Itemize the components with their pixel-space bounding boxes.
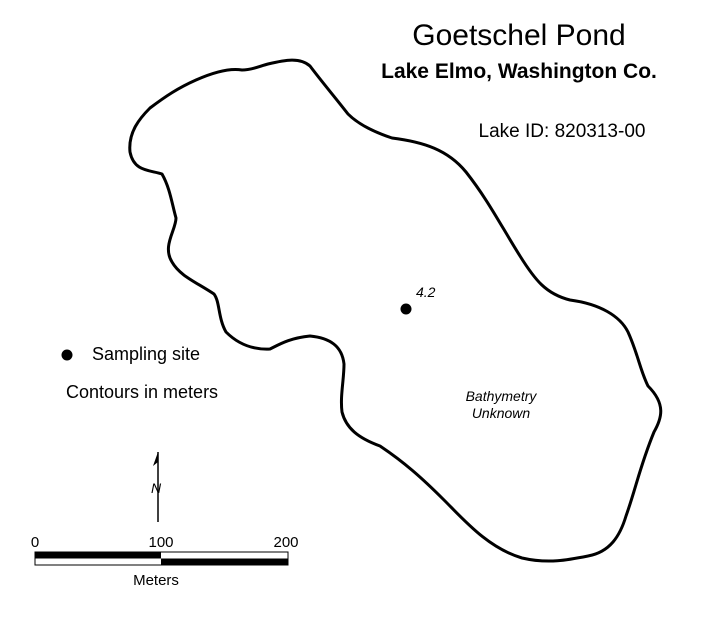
north-arrow-icon <box>153 452 159 522</box>
map-subtitle: Lake Elmo, Washington Co. <box>381 60 657 83</box>
legend-contours-label: Contours in meters <box>66 382 218 402</box>
scale-tick-label-0: 0 <box>31 534 39 551</box>
scale-tick-label-100: 100 <box>148 534 173 551</box>
lake-shoreline <box>128 58 663 563</box>
scale-bar <box>34 551 289 566</box>
legend-sampling-site-label: Sampling site <box>92 344 200 364</box>
scale-bar-segment-black-top <box>35 552 161 559</box>
sampling-site-marker <box>400 303 412 315</box>
north-arrow-label: N <box>151 480 162 496</box>
legend-sampling-site-icon <box>61 349 73 361</box>
scale-tick-label-200: 200 <box>273 534 298 551</box>
scale-unit-label: Meters <box>133 572 179 589</box>
lake-id-label: Lake ID: 820313-00 <box>479 121 646 142</box>
bathymetry-note-line2: Unknown <box>472 405 531 421</box>
scale-bar-segment-black-bottom <box>161 558 288 565</box>
map-title: Goetschel Pond <box>412 19 625 52</box>
bathymetry-note-line1: Bathymetry <box>466 388 538 404</box>
depth-label: 4.2 <box>416 284 436 300</box>
